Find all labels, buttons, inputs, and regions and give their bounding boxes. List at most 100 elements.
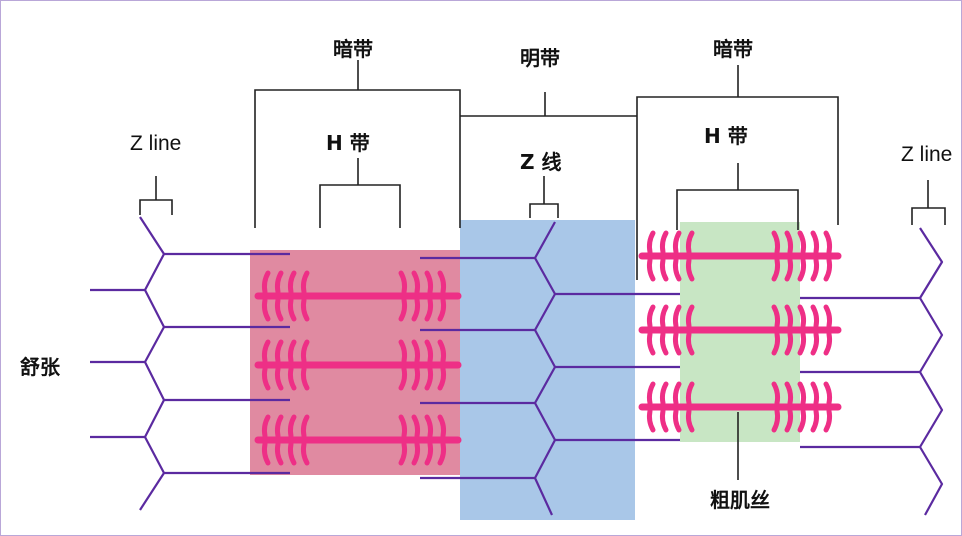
myosin-head (823, 230, 833, 255)
myosin-head (672, 331, 682, 356)
z-line-right (918, 227, 944, 516)
dark-band-right-label: 暗带 (713, 37, 753, 61)
myosin-head (300, 297, 310, 322)
myosin-head (771, 408, 781, 433)
myosin-head (672, 257, 682, 282)
myosin-head (398, 414, 408, 439)
myosin-head (771, 304, 781, 329)
myosin-head (784, 331, 794, 356)
myosin-head (424, 441, 434, 466)
myosin-head (287, 339, 297, 364)
myosin-head (424, 339, 434, 364)
thick-filament (638, 304, 842, 356)
myosin-head (437, 366, 447, 391)
myosin-head (398, 339, 408, 364)
myosin-head (411, 366, 421, 391)
myosin-head (672, 408, 682, 433)
myosin-head (797, 304, 807, 329)
myosin-head (287, 297, 297, 322)
myosin-head (274, 297, 284, 322)
h-band-left-label: H 带 (326, 131, 370, 155)
myosin-head (424, 366, 434, 391)
myosin-head (784, 304, 794, 329)
myosin-head (672, 230, 682, 255)
myosin-head (261, 414, 271, 439)
myosin-head (810, 381, 820, 406)
myosin-head (685, 331, 695, 356)
myosin-head (823, 381, 833, 406)
myosin-head (274, 366, 284, 391)
myosin-head (437, 270, 447, 295)
myosin-head (300, 339, 310, 364)
myosin-head (797, 230, 807, 255)
myosin-head (398, 366, 408, 391)
myosin-head (797, 408, 807, 433)
myosin-head (274, 270, 284, 295)
myosin-head (685, 257, 695, 282)
myosin-head (437, 414, 447, 439)
myosin-head (287, 414, 297, 439)
thick-filament (254, 414, 462, 466)
z-line-center-bracket (529, 203, 559, 218)
band-brackets (139, 60, 946, 480)
myosin-head (411, 270, 421, 295)
myosin-head (672, 381, 682, 406)
myosin-head (659, 304, 669, 329)
thick-filament (254, 339, 462, 391)
z-line-left (139, 216, 166, 511)
myosin-head (646, 381, 656, 406)
h-band-left-bracket (319, 184, 401, 228)
z-line-right-bracket (911, 207, 946, 225)
myosin-head (300, 414, 310, 439)
myosin-head (287, 441, 297, 466)
myosin-head (797, 381, 807, 406)
myosin-head (685, 381, 695, 406)
myosin-head (424, 270, 434, 295)
light-band-region (460, 220, 635, 520)
myosin-head (411, 339, 421, 364)
myosin-head (274, 339, 284, 364)
myosin-head (261, 339, 271, 364)
myosin-head (685, 230, 695, 255)
myosin-head (287, 270, 297, 295)
myosin-head (424, 414, 434, 439)
dark-band-left-label: 暗带 (333, 37, 373, 61)
myosin-head (659, 408, 669, 433)
myosin-head (784, 230, 794, 255)
thick-filament-label: 粗肌丝 (710, 488, 770, 512)
myosin-head (646, 304, 656, 329)
myosin-head (771, 230, 781, 255)
myosin-head (398, 270, 408, 295)
h-band-right-label: H 带 (704, 124, 748, 148)
myosin-head (646, 257, 656, 282)
myosin-head (771, 331, 781, 356)
relaxed-label: 舒张 (20, 355, 60, 379)
myosin-head (411, 297, 421, 322)
myosin-head (810, 230, 820, 255)
myosin-head (411, 414, 421, 439)
myosin-head (437, 339, 447, 364)
myosin-head (823, 331, 833, 356)
myosin-head (823, 408, 833, 433)
myosin-head (437, 441, 447, 466)
myosin-head (810, 257, 820, 282)
thick-filament (638, 230, 842, 282)
myosin-head (810, 408, 820, 433)
myosin-head (274, 441, 284, 466)
thick-filament (638, 381, 842, 433)
myosin-head (424, 297, 434, 322)
myosin-head (797, 257, 807, 282)
light-band-label: 明带 (520, 46, 560, 70)
myosin-head (823, 304, 833, 329)
myosin-head (287, 366, 297, 391)
myosin-head (261, 441, 271, 466)
thick-filament (254, 270, 462, 322)
myosin-head (797, 331, 807, 356)
myosin-head (261, 270, 271, 295)
myosin-head (398, 441, 408, 466)
myosin-head (659, 381, 669, 406)
myosin-head (784, 408, 794, 433)
myosin-head (771, 257, 781, 282)
